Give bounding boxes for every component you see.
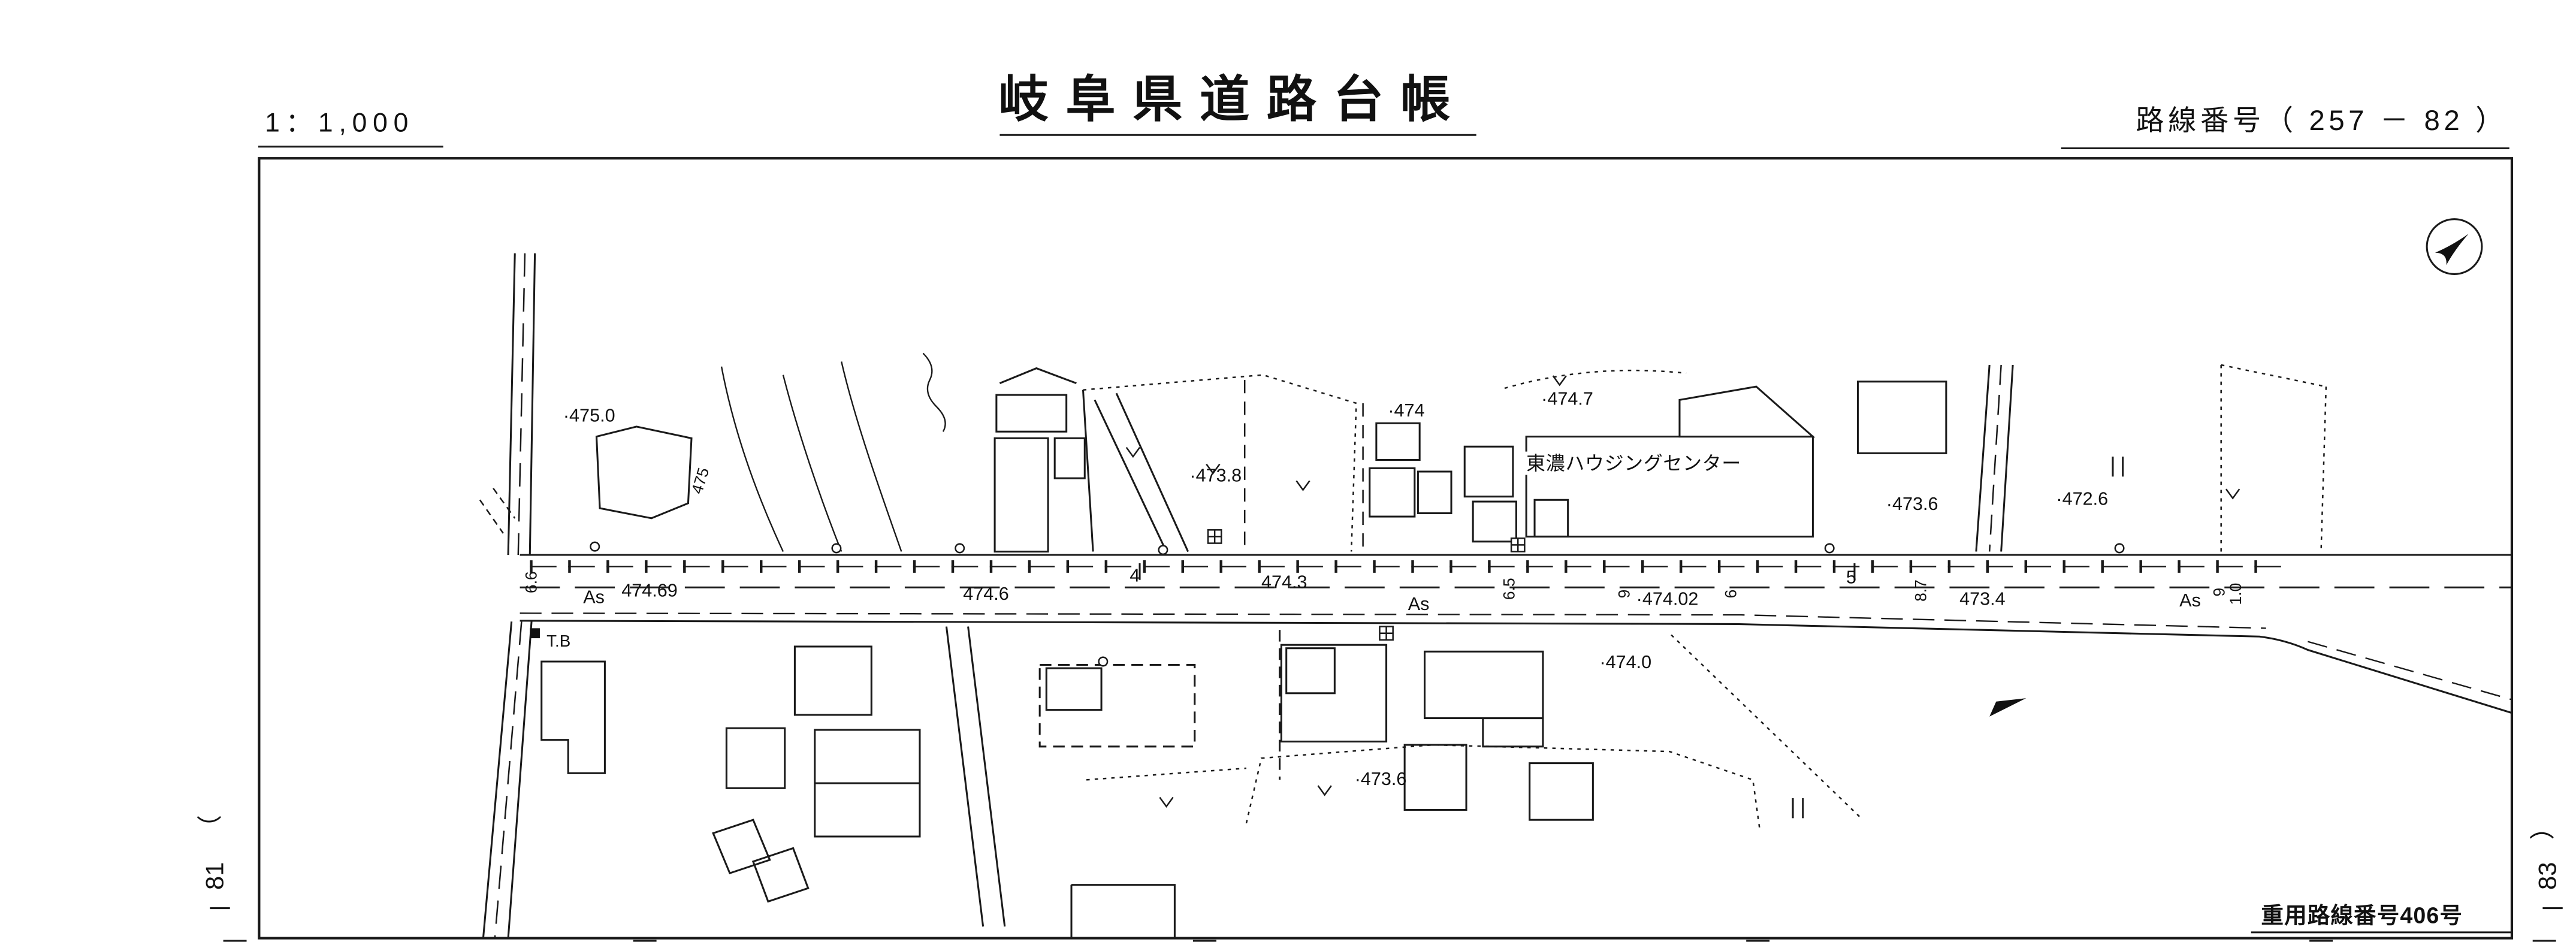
vegetation-icon xyxy=(1317,784,1333,796)
vegetation-icon xyxy=(1125,446,1141,458)
utility-pole-icon xyxy=(1158,545,1168,555)
width-label: 6 xyxy=(1722,590,1740,599)
elevation-label: ·474.0 xyxy=(1599,652,1651,672)
vegetation-icon xyxy=(1295,480,1310,491)
catch-basin-icon xyxy=(1207,529,1222,544)
utility-pole-icon xyxy=(955,543,965,554)
buildings-north xyxy=(595,364,2327,552)
width-label: 6.5 xyxy=(1500,578,1518,600)
contour-label: 475 xyxy=(688,466,713,496)
surface-label: As xyxy=(2179,590,2201,611)
north-arrow-icon xyxy=(2426,218,2483,275)
flow-arrow-icon xyxy=(1989,698,2027,717)
benchmark-label: T.B xyxy=(546,632,570,650)
cross-road-right xyxy=(1975,364,2014,552)
width-label: 6.6 xyxy=(522,571,540,593)
surface-label: As xyxy=(583,587,605,608)
sheet-ref-right-paren: ） xyxy=(2528,815,2556,840)
vegetation-icon xyxy=(1159,796,1174,808)
width-label: 1.0 xyxy=(2227,583,2245,605)
road-elevation-label: 474.3 xyxy=(1261,572,1307,593)
terrain-lines xyxy=(720,352,946,552)
elevation-label: ·473.6 xyxy=(1355,769,1407,789)
sheet-ref-right-number: 83 xyxy=(2533,862,2562,890)
scale-label: 1：1,000 xyxy=(265,108,414,138)
benchmark-icon xyxy=(530,628,540,639)
road-elevation-label: 473.4 xyxy=(1959,588,2006,609)
elevation-label: ·474.7 xyxy=(1541,389,1593,409)
catch-basin-icon xyxy=(1510,537,1526,552)
width-label: 8.7 xyxy=(1912,579,1930,602)
elevation-label: ·473.6 xyxy=(1886,494,1938,514)
overlap-route-label: 重用路線番号406号 xyxy=(2261,903,2463,928)
road-elevation-label: ·474.02 xyxy=(1636,588,1699,609)
utility-pole-icon xyxy=(1824,543,1835,554)
width-label: 9 xyxy=(2210,588,2228,597)
title-block: 1：1,000 岐阜県道路台帳 路線番号（ 257 － 82 ） xyxy=(258,71,2509,150)
route-number-label: 路線番号（ 257 － 82 ） xyxy=(2136,105,2508,137)
map-frame xyxy=(258,157,2514,940)
utility-pole-icon xyxy=(2114,543,2125,554)
sheet-ref-left-paren: （ xyxy=(195,815,224,840)
utility-pole-icon xyxy=(1098,656,1109,667)
road-elevation-label: 474.69 xyxy=(621,581,678,601)
sheet-ref-right: ） 83 xyxy=(2528,815,2563,910)
facility-label-backing xyxy=(1520,451,1773,475)
page-title: 岐阜県道路台帳 xyxy=(999,71,1467,128)
main-road xyxy=(520,554,2513,714)
road-elevation-label: 474.6 xyxy=(963,584,1009,604)
buildings-south xyxy=(540,626,1864,938)
elevation-label: ·472.6 xyxy=(2056,489,2108,509)
catch-basin-icon xyxy=(1379,626,1394,641)
station-number: 5 xyxy=(1846,567,1856,587)
footer-block: 重用路線番号406号 xyxy=(2251,903,2511,934)
sheet-ref-left-number: 81 xyxy=(201,862,229,890)
cross-road-left xyxy=(479,253,536,938)
surface-label: As xyxy=(1408,594,1430,614)
facility-label: 東濃ハウジングセンター xyxy=(1526,452,1741,474)
elevation-label: ·473.8 xyxy=(1189,466,1242,486)
station-number: 4 xyxy=(1130,566,1140,586)
utility-pole-icon xyxy=(831,543,842,554)
map-labels: ·475.0 475 ·473.8 ·474 ·474.7 ·473.6 ·47… xyxy=(522,389,2245,789)
elevation-label: ·474 xyxy=(1388,400,1424,421)
width-label: 9 xyxy=(1615,590,1633,599)
sheet-ref-left: （ 81 xyxy=(195,815,230,910)
utility-pole-icon xyxy=(590,541,600,552)
vegetation-icon xyxy=(2225,488,2240,499)
elevation-label: ·475.0 xyxy=(563,406,615,426)
